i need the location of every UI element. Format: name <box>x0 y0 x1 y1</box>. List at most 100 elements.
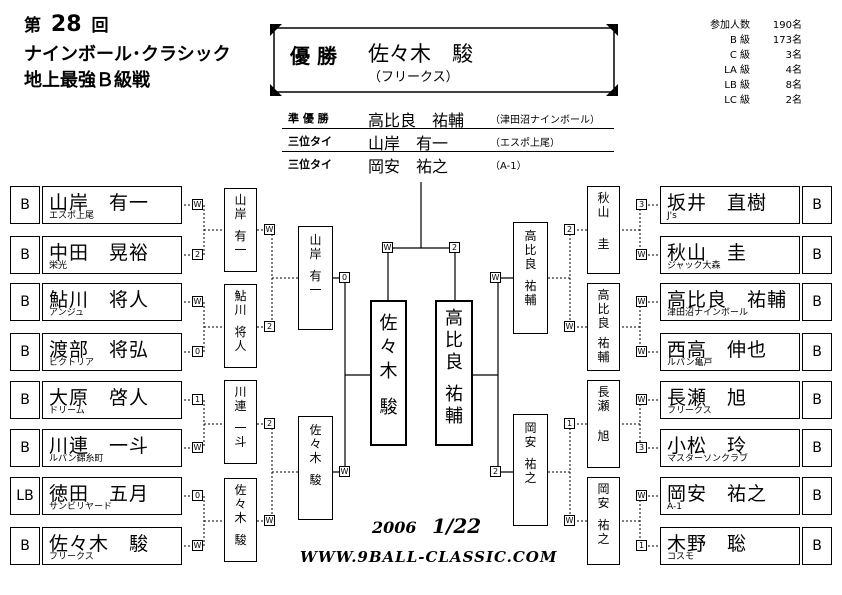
player-card: 山岸 有一 エスポ上尾 <box>42 186 182 224</box>
name-char: 一 <box>309 283 322 297</box>
score-badge: 1 <box>636 540 647 551</box>
result-club: （エスポ上尾） <box>490 138 560 149</box>
event-website: WWW.9BALL-CLASSIC.COM <box>300 548 558 566</box>
name-char: 瀬 <box>597 399 610 413</box>
score-badge: 3 <box>636 199 647 210</box>
score-badge: W <box>636 394 647 405</box>
name-char: 祐 <box>597 518 610 532</box>
winner-club: （フリークス） <box>368 70 459 85</box>
round3-left-slot: 佐 々 木 駿 <box>298 416 333 520</box>
player-card: 渡部 将弘 ビクトリア <box>42 333 182 371</box>
name-char: 比 <box>445 330 463 351</box>
score-badge: 0 <box>192 346 203 357</box>
grade-badge: B <box>10 283 40 321</box>
name-char: 祐 <box>524 457 537 471</box>
player-club: ビクトリア <box>49 358 95 368</box>
player-club: アンジュ <box>49 308 85 318</box>
player-card: 川連 一斗 ルパン錦糸町 <box>42 429 182 467</box>
name-char: 之 <box>597 532 610 546</box>
player-club: 津田沼ナインボール <box>667 308 749 318</box>
player-club: フリークス <box>49 552 94 562</box>
name-char: 山 <box>234 193 247 207</box>
player-name: 長瀬 旭 <box>667 387 748 409</box>
name-char: 秋 <box>597 191 610 205</box>
stat-value: 2名 <box>785 95 802 106</box>
result-name: 岡安 祐之 <box>368 157 449 176</box>
player-card: 坂井 直樹 J's <box>660 186 800 224</box>
name-char: 岡 <box>524 421 537 435</box>
name-char: 山 <box>309 233 322 247</box>
player-card: 佐々木 駿 フリークス <box>42 527 182 565</box>
score-badge: W <box>264 224 275 235</box>
score-badge: W <box>636 249 647 260</box>
score-badge: W <box>192 540 203 551</box>
score-badge: 0 <box>339 272 350 283</box>
player-card: 高比良 祐輔 津田沼ナインボール <box>660 283 800 321</box>
player-card: 小松 玲 マスターソンクラブ <box>660 429 800 467</box>
stat-label: 参加人数 <box>710 20 750 31</box>
score-badge: W <box>636 346 647 357</box>
round2-right-slot: 秋 山 圭 <box>587 186 620 274</box>
round2-left-slot: 鮎 川 将 人 <box>224 284 257 368</box>
player-entry: 秋山 圭 ジャック大森 B <box>660 236 832 274</box>
stat-label: C 級 <box>729 50 750 61</box>
name-char: 有 <box>234 229 247 243</box>
player-name: 大原 啓人 <box>49 387 150 409</box>
name-char: 鮎 <box>234 289 247 303</box>
event-title-line1: 第 28 回 <box>24 14 108 37</box>
round2-left-slot: 佐 々 木 駿 <box>224 478 257 562</box>
player-club: A-1 <box>667 502 682 512</box>
results-table: 準 優 勝 高比良 祐輔 （津田沼ナインボール） 三位タイ 山岸 有一 （エスポ… <box>282 106 614 176</box>
player-entry: LB 徳田 五月 サンビリヤード <box>10 477 182 515</box>
score-badge: 2 <box>264 321 275 332</box>
player-club: エスポ上尾 <box>49 211 95 221</box>
player-entry: B 川連 一斗 ルパン錦糸町 <box>10 429 182 467</box>
name-char: 佐 <box>234 483 247 497</box>
name-char: 人 <box>234 339 247 353</box>
name-char: 岸 <box>234 207 247 221</box>
name-char: 斗 <box>234 435 247 449</box>
score-badge: W <box>382 242 393 253</box>
event-date: 2006 1/22 <box>372 514 481 538</box>
grade-badge: B <box>10 381 40 419</box>
player-club: ジャック大森 <box>667 261 721 271</box>
name-char: 比 <box>524 243 537 257</box>
name-char: 木 <box>309 451 322 465</box>
score-badge: 1 <box>564 418 575 429</box>
player-entry: 西高 伸也 ルパン亀戸 B <box>660 333 832 371</box>
grade-badge: LB <box>10 477 40 515</box>
round2-right-slot: 高 比 良 祐 輔 <box>587 283 620 371</box>
name-char: 安 <box>597 496 610 510</box>
player-name: 渡部 将弘 <box>49 339 150 361</box>
event-title-suffix: 回 <box>91 16 109 36</box>
name-char: 輔 <box>524 293 537 307</box>
score-badge: W <box>636 490 647 501</box>
score-badge: W <box>490 272 501 283</box>
player-card: 徳田 五月 サンビリヤード <box>42 477 182 515</box>
winner-name: 佐々木 駿 <box>368 42 473 66</box>
name-char: 良 <box>445 352 463 373</box>
name-char: 岸 <box>309 247 322 261</box>
name-char: 将 <box>234 325 247 339</box>
player-card: 鮎川 将人 アンジュ <box>42 283 182 321</box>
player-entry: B 山岸 有一 エスポ上尾 <box>10 186 182 224</box>
player-card: 木野 聡 コスモ <box>660 527 800 565</box>
name-char: 々 <box>234 497 247 511</box>
player-name: 佐々木 駿 <box>49 533 150 555</box>
player-name: 川連 一斗 <box>49 435 150 457</box>
player-name: 岡安 祐之 <box>667 483 768 505</box>
name-char: 之 <box>524 471 537 485</box>
name-char: 高 <box>445 308 463 329</box>
name-char: 佐 <box>309 423 322 437</box>
player-club: コスモ <box>667 552 695 562</box>
score-badge: W <box>192 442 203 453</box>
score-badge: 1 <box>192 394 203 405</box>
name-char: 駿 <box>309 473 322 487</box>
stat-value: 190名 <box>772 20 802 31</box>
player-card: 秋山 圭 ジャック大森 <box>660 236 800 274</box>
grade-badge: B <box>802 381 832 419</box>
name-char: 旭 <box>597 429 610 443</box>
score-badge: W <box>264 515 275 526</box>
name-char: 祐 <box>524 279 537 293</box>
player-name: 徳田 五月 <box>49 483 150 505</box>
